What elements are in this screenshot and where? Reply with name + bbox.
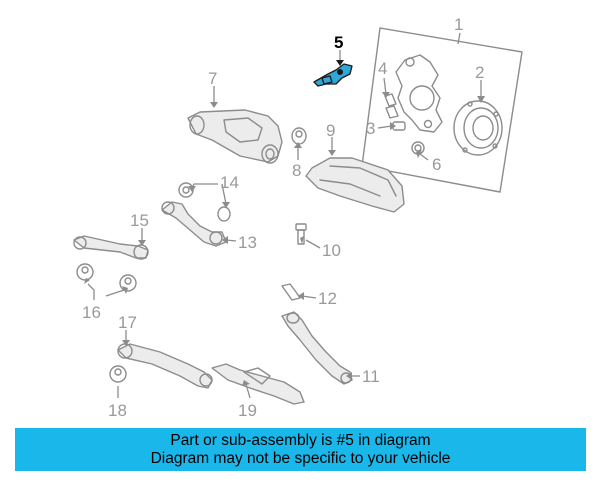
callout-15: 15 bbox=[130, 211, 149, 230]
callout-3: 3 bbox=[366, 119, 375, 138]
part-16-bushings[interactable] bbox=[76, 263, 137, 292]
callout-11: 11 bbox=[362, 367, 380, 386]
part-1-knuckle-panel[interactable] bbox=[361, 27, 523, 193]
callout-1: 1 bbox=[454, 15, 463, 34]
part-5-highlighted-bracket[interactable] bbox=[313, 63, 353, 87]
callout-5: 5 bbox=[334, 33, 343, 52]
banner-line-disclaimer: Diagram may not be specific to your vehi… bbox=[150, 449, 451, 467]
callout-labels: 1 2 3 4 5 6 7 8 9 10 11 12 13 14 15 16 1… bbox=[82, 15, 484, 420]
info-banner: Part or sub-assembly is #5 in diagram Di… bbox=[15, 428, 586, 471]
callout-8: 8 bbox=[292, 161, 301, 180]
part-15-toe-link[interactable] bbox=[73, 235, 149, 260]
callout-7: 7 bbox=[208, 69, 217, 88]
callout-19: 19 bbox=[238, 401, 257, 420]
part-9-shield[interactable] bbox=[305, 157, 405, 213]
callout-2: 2 bbox=[475, 63, 484, 82]
leader-lines bbox=[84, 32, 485, 399]
callout-16: 16 bbox=[82, 303, 101, 322]
callout-14: 14 bbox=[220, 173, 239, 192]
callout-12: 12 bbox=[318, 289, 337, 308]
part-19-bracket[interactable] bbox=[211, 363, 305, 405]
callout-13: 13 bbox=[238, 233, 257, 252]
part-12-clip[interactable] bbox=[281, 283, 301, 301]
part-18-bushing[interactable] bbox=[109, 365, 127, 383]
banner-line-part-info: Part or sub-assembly is #5 in diagram bbox=[170, 431, 431, 449]
callout-18: 18 bbox=[108, 401, 127, 420]
part-11-lower-arm[interactable] bbox=[281, 311, 353, 385]
callout-17: 17 bbox=[118, 313, 137, 332]
callout-6: 6 bbox=[432, 155, 441, 174]
part-17-trailing-arm[interactable] bbox=[117, 343, 213, 389]
callout-10: 10 bbox=[322, 241, 341, 260]
part-10-bolt[interactable] bbox=[295, 223, 307, 245]
callout-9: 9 bbox=[326, 121, 335, 140]
part-13-14-link-arm[interactable] bbox=[161, 182, 231, 247]
part-7-control-arm[interactable] bbox=[187, 109, 283, 164]
callout-4: 4 bbox=[378, 59, 387, 78]
part-8-bushing[interactable] bbox=[291, 127, 307, 145]
